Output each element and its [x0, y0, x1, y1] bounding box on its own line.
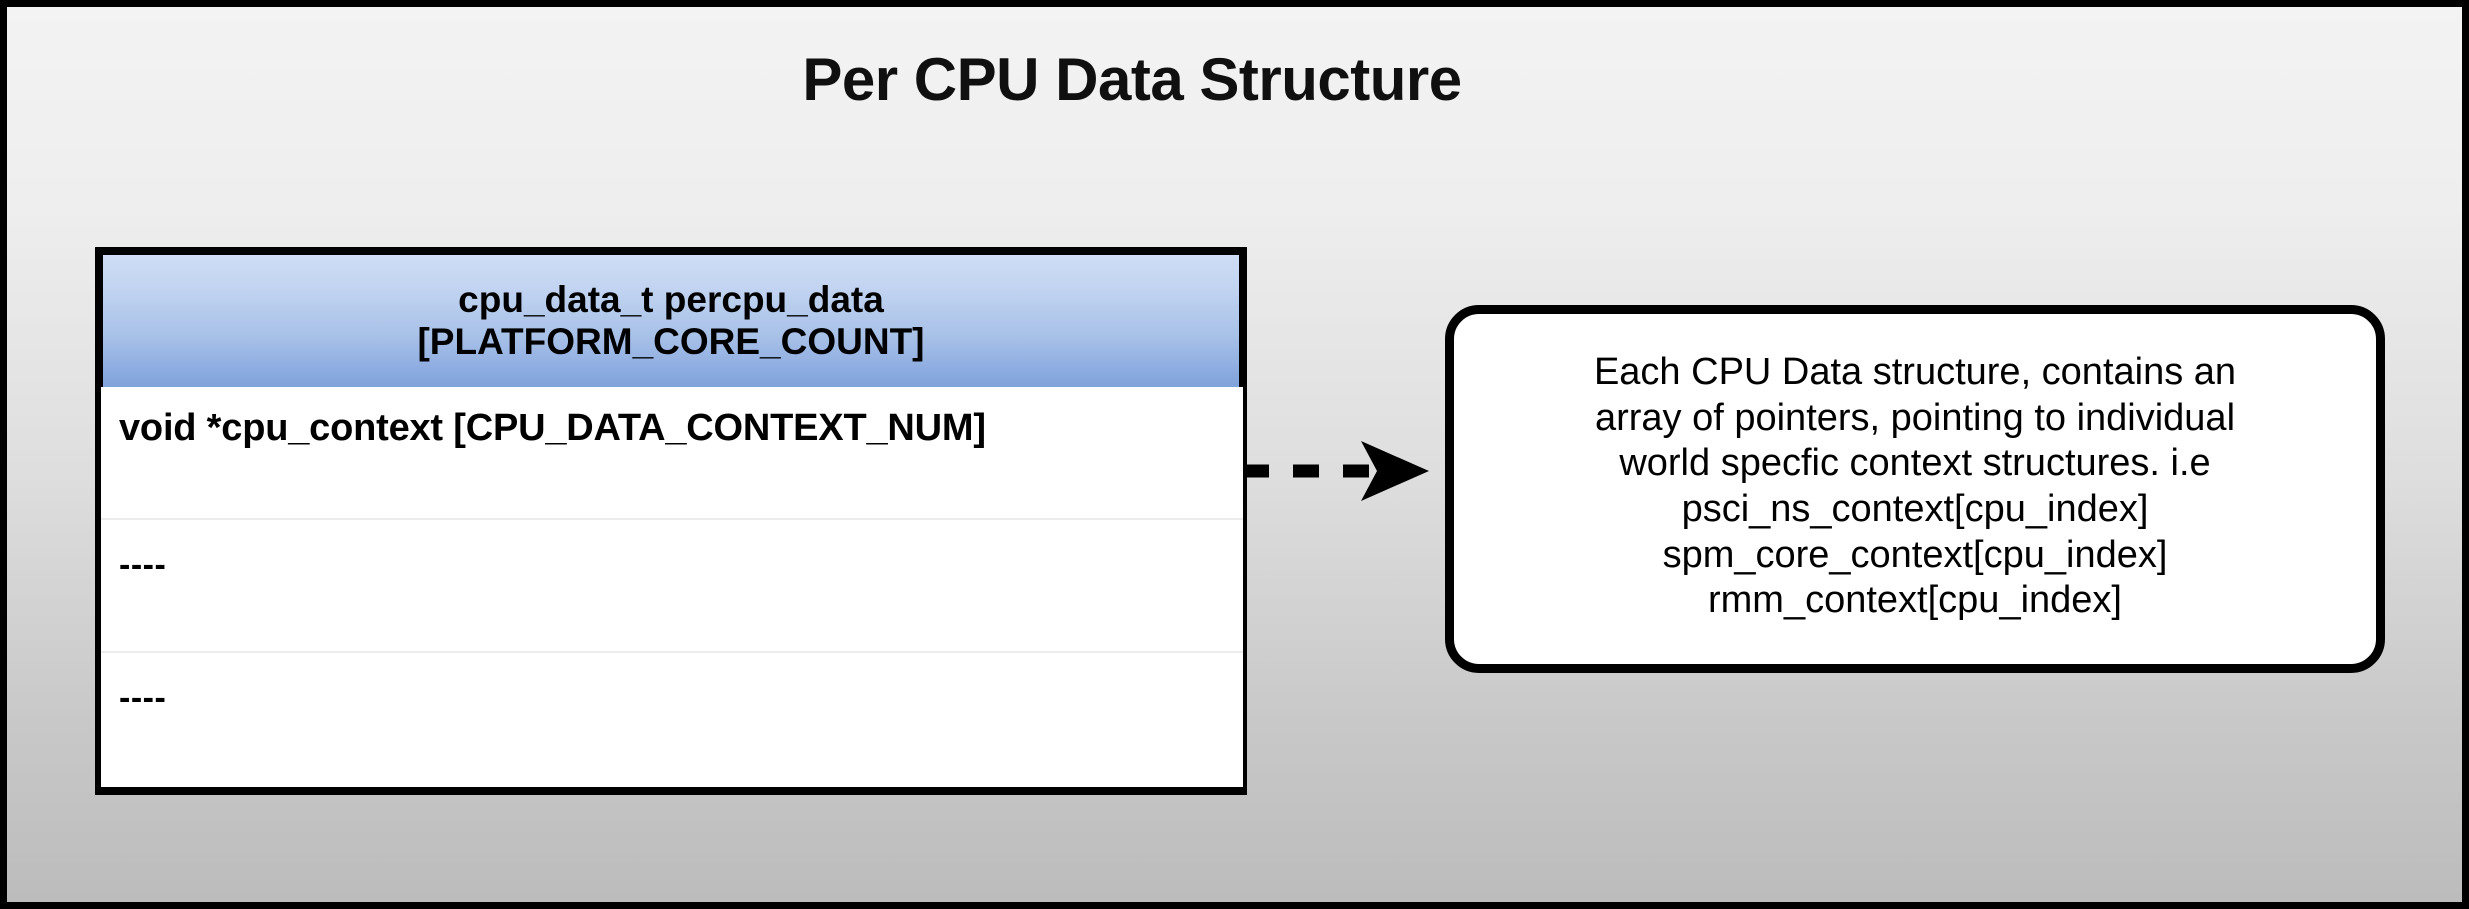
struct-header-line-1: cpu_data_t percpu_data: [458, 279, 884, 321]
callout-line-2: array of pointers, pointing to individua…: [1594, 396, 2236, 439]
callout-line-4: psci_ns_context[cpu_index]: [1681, 488, 2149, 530]
table-row: ----: [101, 520, 1243, 653]
callout-line-3: world specfic context structures. i.e: [1619, 442, 2211, 485]
callout-line-5: spm_core_context[cpu_index]: [1662, 533, 2168, 576]
struct-field-label: void *cpu_context [CPU_DATA_CONTEXT_NUM]: [119, 407, 986, 449]
callout-line-1: Each CPU Data structure, contains an: [1593, 351, 2237, 394]
callout-note: Each CPU Data structure, contains an arr…: [1445, 305, 2385, 673]
struct-table-body: void *cpu_context [CPU_DATA_CONTEXT_NUM]…: [95, 387, 1247, 795]
struct-field-label: ----: [119, 679, 167, 717]
struct-table: cpu_data_t percpu_data [PLATFORM_CORE_CO…: [95, 247, 1247, 795]
callout-line-6: rmm_context[cpu_index]: [1708, 579, 2122, 622]
struct-field-label: ----: [119, 546, 167, 584]
table-row: ----: [101, 653, 1243, 786]
struct-header-line-2: [PLATFORM_CORE_COUNT]: [417, 321, 925, 362]
dashed-arrow-right-icon: [1243, 441, 1429, 501]
table-row: void *cpu_context [CPU_DATA_CONTEXT_NUM]: [101, 387, 1243, 520]
struct-table-header: cpu_data_t percpu_data [PLATFORM_CORE_CO…: [95, 247, 1247, 395]
page-title: Per CPU Data Structure: [802, 46, 1462, 113]
